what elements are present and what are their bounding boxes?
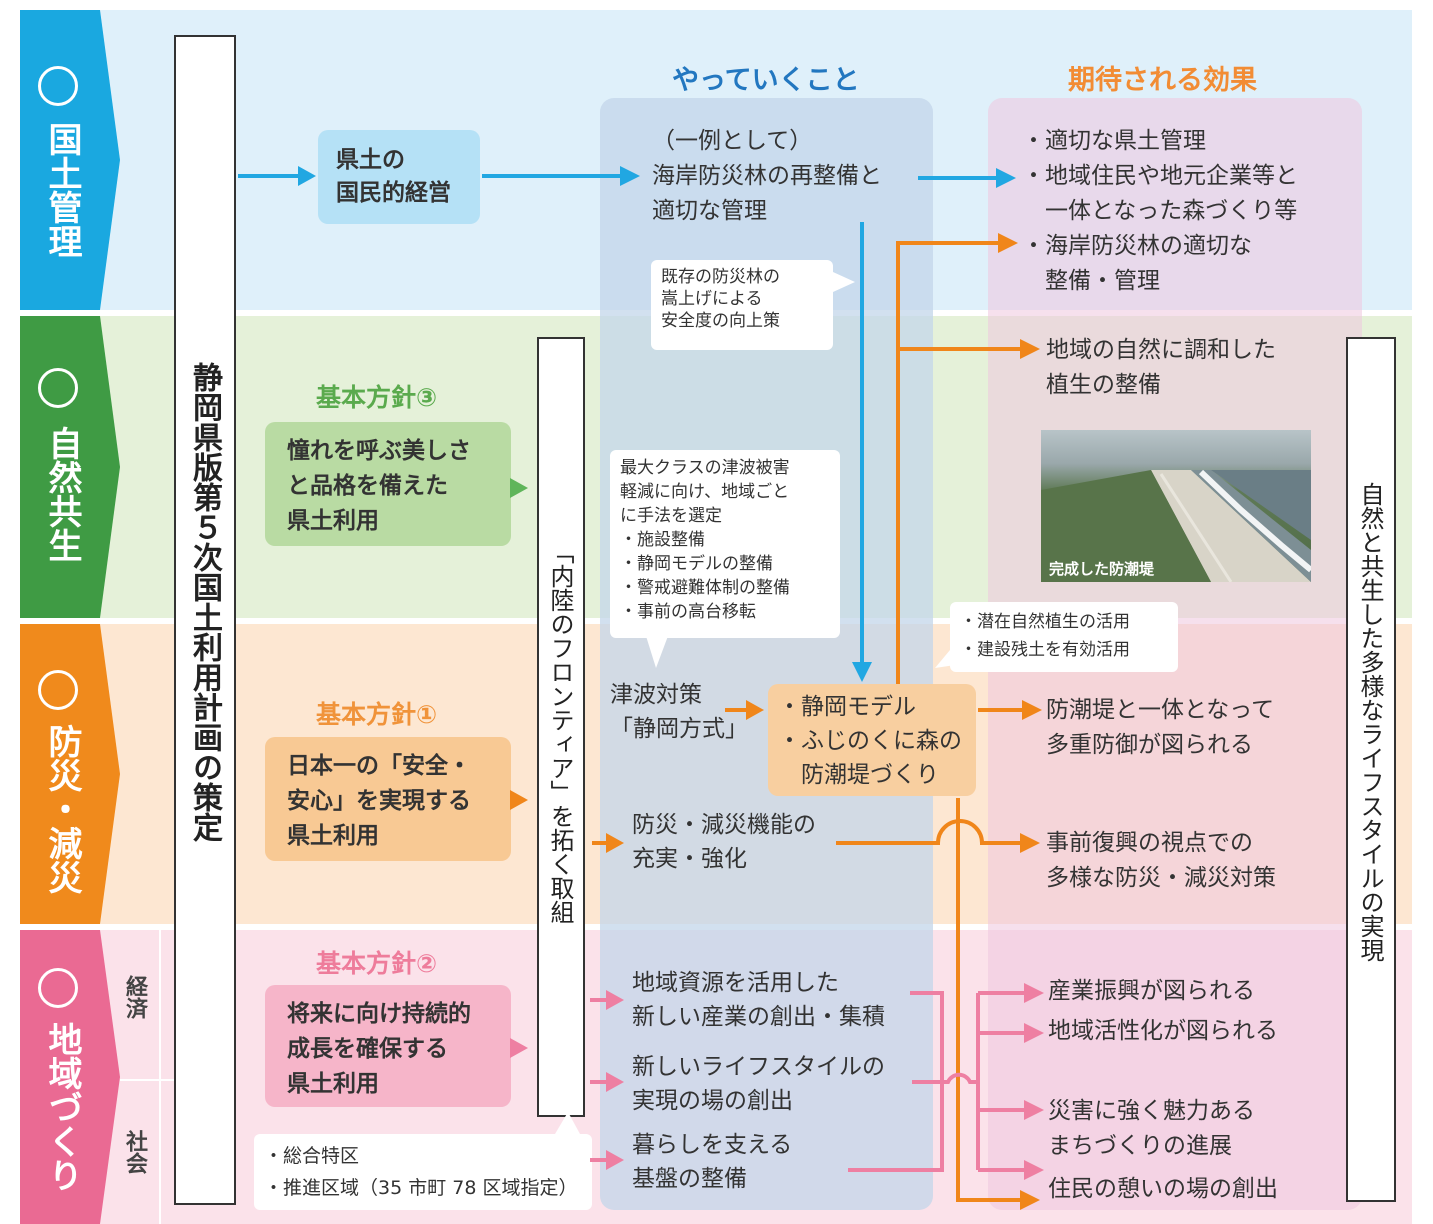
effect-kassei: 地域活性化が図られる xyxy=(1048,1018,1278,1044)
row-label-chiiki: 地域づくり xyxy=(42,1022,82,1192)
tree-icon xyxy=(38,368,78,408)
frontier-frame xyxy=(537,337,585,1117)
row-label-keizai: 経済 xyxy=(122,975,147,1019)
action-example: （一例として） 海岸防災林の再整備と 適切な管理 xyxy=(652,128,882,224)
lifestyle-title: 自然と共生した多様なライフスタイルの実現 xyxy=(1356,482,1384,962)
shield-icon xyxy=(38,670,78,710)
plan-title: 静岡県版第５次国土利用計画の策定 xyxy=(187,362,222,842)
row-tab-bousai: 防災・減災 xyxy=(20,624,100,924)
photo-caption: 完成した防潮堤 xyxy=(1049,560,1155,578)
row-label-shakai: 社会 xyxy=(122,1130,147,1174)
action-infra: 暮らしを支える 基盤の整備 xyxy=(632,1132,793,1192)
surveyor-icon xyxy=(38,66,78,106)
policy3-box: 憧れを呼ぶ美しさ と品格を備えた 県土利用 xyxy=(265,422,511,546)
plan-title-frame xyxy=(174,35,236,1205)
orange-arrows xyxy=(592,233,1042,1210)
action-bousai-func: 防災・減災機能の 充実・強化 xyxy=(632,812,816,872)
policy1-label: 基本方針① xyxy=(316,700,438,729)
lifestyle-frame xyxy=(1346,337,1396,1202)
row-tab-kokudo: 国土管理 xyxy=(20,10,100,310)
pink-arrows xyxy=(510,983,1044,1180)
row-label-kokudo: 国土管理 xyxy=(42,122,82,258)
action-model-box: ・静岡モデル ・ふじのくに森の 防潮堤づくり xyxy=(768,684,976,796)
effect-bouchou: 防潮堤と一体となって 多重防御が図られる xyxy=(1046,697,1275,758)
effect-saigai: 災害に強く魅力ある まちづくりの進展 xyxy=(1048,1098,1255,1159)
row-tab-shizen: 自然共生 xyxy=(20,316,100,618)
note-tokku: ・総合特区 ・推進区域（35 市町 78 区域指定） xyxy=(254,1134,592,1210)
green-arrows xyxy=(510,478,528,498)
blue-arrows xyxy=(238,166,1016,682)
seawall-photo: 完成した防潮堤 xyxy=(1041,430,1311,582)
note-kasa: 既存の防災林の 嵩上げによる 安全度の向上策 xyxy=(651,260,833,350)
action-tsunami: 津波対策 「静岡方式」 xyxy=(610,682,748,742)
policy3-label: 基本方針③ xyxy=(316,383,438,412)
seawall-photo-scene xyxy=(1041,469,1311,582)
effect-ikoi: 住民の憩いの場の創出 xyxy=(1048,1176,1278,1202)
policy2-box: 将来に向け持続的 成長を確保する 県土利用 xyxy=(265,985,511,1107)
policy2-label: 基本方針② xyxy=(316,949,438,978)
action-resource: 地域資源を活用した 新しい産業の創出・集積 xyxy=(632,970,885,1030)
header-doing: やっていくこと xyxy=(672,65,860,96)
note-senzai: ・潜在自然植生の活用 ・建設残土を有効活用 xyxy=(950,602,1178,672)
row-label-bousai: 防災・減災 xyxy=(42,724,82,894)
family-icon xyxy=(38,968,78,1008)
row-tab-chiiki: 地域づくり xyxy=(20,930,100,1224)
policy1-box: 日本一の「安全・ 安心」を実現する 県土利用 xyxy=(265,737,511,861)
frontier-title: 「内陸のフロンティア」を拓く取組 xyxy=(546,540,574,924)
effect-sangyo: 産業振興が図られる xyxy=(1048,978,1255,1004)
header-effects: 期待される効果 xyxy=(1068,65,1257,96)
note-max-class: 最大クラスの津波被害 軽減に向け、地域ごと に手法を選定 ・施設整備 ・静岡モデ… xyxy=(610,450,840,638)
effect-jizen: 事前復興の視点での 多様な防災・減災対策 xyxy=(1046,830,1276,891)
action-lifestyle: 新しいライフスタイルの 実現の場の創出 xyxy=(632,1054,885,1114)
effect-kokudo: ・適切な県土管理 ・地域住民や地元企業等と 一体となった森づくり等 ・海岸防災林… xyxy=(1022,128,1298,294)
row-label-shizen: 自然共生 xyxy=(42,426,82,562)
effect-shizen: 地域の自然に調和した 植生の整備 xyxy=(1046,337,1276,398)
kenmin-box: 県土の 国民的経営 xyxy=(318,130,480,224)
